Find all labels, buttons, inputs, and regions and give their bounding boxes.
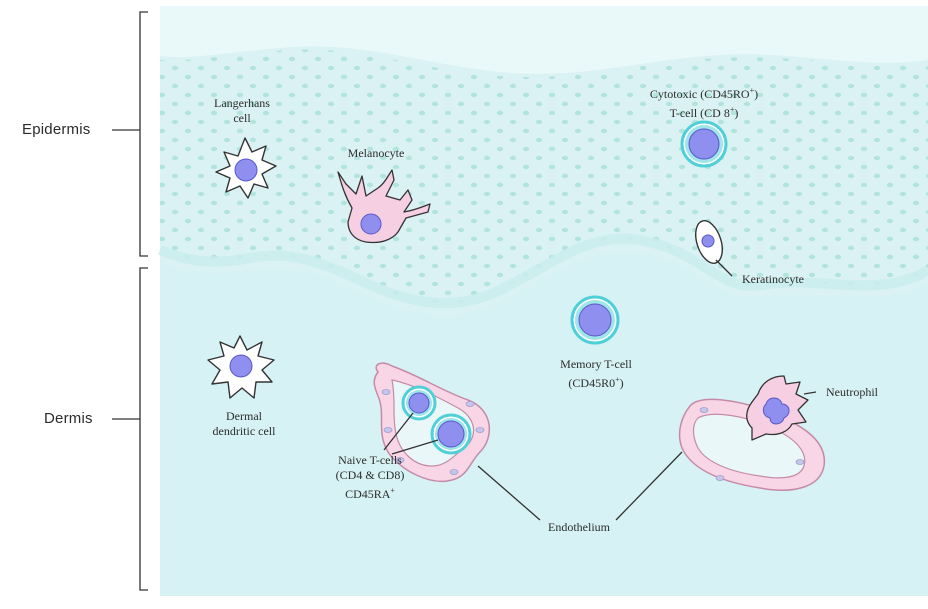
keratinocyte: [695, 220, 733, 277]
cytotoxic-label-line1: Cytotoxic (CD45RO+): [626, 83, 782, 102]
naive-t-cell-large: [430, 413, 472, 455]
dermal-dendritic-cell: [207, 335, 275, 399]
naive-label-line2: (CD4 & CD8): [335, 468, 405, 482]
cytotoxic-line1-text: Cytotoxic (CD45RO: [649, 87, 750, 101]
dermis-label: Dermis: [44, 410, 93, 427]
epidermis-bracket: [139, 11, 148, 257]
dermal-label-line2: dendritic cell: [212, 424, 276, 438]
memory-t-cell: [570, 295, 620, 345]
memory-line2-end: ): [619, 376, 624, 390]
melanocyte: [337, 169, 431, 244]
leader-lines: [383, 412, 683, 521]
cytotoxic-label: Cytotoxic (CD45RO+) T-cell (CD 8+): [626, 83, 782, 121]
dermis-bracket: [139, 267, 148, 591]
memory-label-line1: Memory T-cell: [560, 357, 632, 371]
memory-line2-text: (CD45R0: [568, 376, 616, 390]
endothelium-label: Endothelium: [548, 520, 610, 534]
dermal-label-line1: Dermal: [226, 409, 262, 423]
naive-leader-1: [383, 412, 414, 451]
naive-t-cells-label: Naive T-cells (CD4 & CD8) CD45RA+: [320, 453, 420, 502]
naive-line3-sup: +: [390, 486, 395, 495]
naive-label-line3: CD45RA+: [320, 483, 420, 502]
cytotoxic-label-line2: T-cell (CD 8+): [626, 102, 782, 121]
cytotoxic-line2-text: T-cell (CD 8: [669, 106, 730, 120]
epidermis-dotted-layer: [160, 49, 928, 304]
cytotoxic-t-cell: [680, 120, 728, 168]
langerhans-cell: [215, 137, 277, 199]
basement-membrane: [158, 233, 928, 309]
endothelium-leader-right: [615, 451, 683, 521]
langerhans-label: Langerhans cell: [204, 96, 280, 126]
dermis-region: [160, 250, 928, 597]
keratinocyte-label: Keratinocyte: [742, 272, 804, 286]
langerhans-label-line2: cell: [233, 111, 251, 125]
cytotoxic-line1-sup: +: [749, 86, 755, 95]
neutrophil-label: Neutrophil: [826, 385, 878, 399]
cytotoxic-line1-end: ): [754, 87, 759, 101]
cytotoxic-line2-end: ): [734, 106, 739, 120]
memory-t-cell-label: Memory T-cell (CD45R0+): [540, 357, 652, 391]
neutrophil: [746, 375, 817, 441]
melanocyte-label: Melanocyte: [347, 146, 405, 160]
memory-line2-sup: +: [615, 375, 620, 384]
langerhans-label-line1: Langerhans: [214, 96, 270, 110]
cytotoxic-line2-sup: +: [729, 105, 735, 114]
naive-label-line1: Naive T-cells: [338, 453, 402, 467]
naive-leader-2: [391, 439, 439, 455]
endothelium-leader-left: [477, 465, 541, 521]
stratum-corneum: [160, 6, 928, 74]
naive-line3-text: CD45RA: [345, 487, 391, 501]
memory-label-line2: (CD45R0+): [540, 372, 652, 391]
epidermis-label: Epidermis: [22, 121, 91, 138]
naive-t-cell-small: [401, 385, 437, 421]
dermal-dendritic-label: Dermal dendritic cell: [196, 409, 292, 439]
